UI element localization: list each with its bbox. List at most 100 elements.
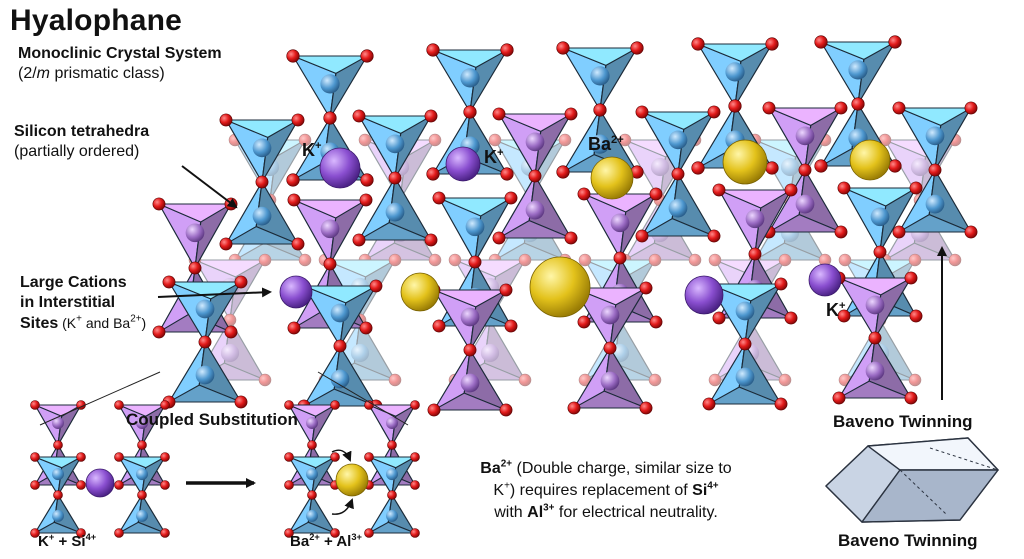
oxygen-atom <box>255 175 269 189</box>
formula-ba: Ba <box>290 533 310 550</box>
tetrahedron-face <box>118 404 166 417</box>
oxygen-atom <box>364 452 374 462</box>
explanation-part-1: (Double charge, similar size to <box>512 460 732 477</box>
tetrahedron-pair <box>635 105 721 243</box>
oxygen-atom <box>307 440 317 450</box>
tetrahedral-framework <box>152 35 978 417</box>
tetrahedral-center-atom <box>590 66 610 86</box>
oxygen-atom <box>814 35 828 49</box>
tetrahedron-face <box>34 456 82 469</box>
oxygen-atom <box>892 101 906 115</box>
oxygen-atom <box>556 41 570 55</box>
oxygen-atom <box>832 391 846 405</box>
tetrahedral-center-atom <box>252 138 272 158</box>
tetrahedron-face <box>498 220 572 239</box>
tetrahedral-center-atom <box>252 206 272 226</box>
tetrahedron-face <box>708 283 782 302</box>
formula-k-charge: + <box>48 532 55 542</box>
explanation-part-2: ) requires replacement of <box>509 482 693 499</box>
ion-label-k-2-symbol: K <box>484 147 497 167</box>
oxygen-atom <box>427 403 441 417</box>
oxygen-atom <box>567 401 581 415</box>
explanation-al-charge: 3+ <box>543 502 555 514</box>
oxygen-atom <box>426 43 440 57</box>
tetrahedron-face <box>433 392 507 411</box>
formula-al: Al <box>336 533 352 550</box>
oxygen-atom <box>892 225 906 239</box>
tetrahedron-face <box>368 456 416 469</box>
tetrahedron-face <box>433 289 507 308</box>
oxygen-atom <box>298 133 312 147</box>
tetrahedron-pair <box>492 107 578 245</box>
oxygen-atom <box>410 400 420 410</box>
oxygen-atom <box>137 490 147 500</box>
oxygen-atom <box>728 99 742 113</box>
tetrahedral-center-atom <box>600 305 620 325</box>
oxygen-atom <box>928 163 942 177</box>
oxygen-atom <box>352 233 366 247</box>
oxygen-atom <box>224 325 238 339</box>
tetrahedron-face <box>838 380 912 399</box>
large-cations-label: Large Cations in Interstitial Sites (K+ … <box>20 273 146 334</box>
oxygen-atom <box>468 255 482 269</box>
oxygen-atom <box>287 321 301 335</box>
cations-sites-word: Sites <box>20 315 59 332</box>
oxygen-atom <box>688 253 702 267</box>
barium-ion <box>849 139 891 181</box>
oxygen-atom <box>834 101 848 115</box>
oxygen-atom <box>228 253 242 267</box>
tetrahedron-face <box>118 456 166 469</box>
oxygen-atom <box>888 35 902 49</box>
oxygen-atom <box>76 452 86 462</box>
oxygen-atom <box>114 528 124 538</box>
tetrahedral-center-atom <box>865 295 885 315</box>
tetrahedron-face <box>768 214 842 233</box>
oxygen-atom <box>904 391 918 405</box>
silicon-tetrahedra-heading: Silicon tetrahedra <box>14 123 150 140</box>
tetrahedron-face <box>288 521 336 534</box>
oxygen-atom <box>333 339 347 353</box>
tetrahedron-face <box>641 218 715 237</box>
tetrahedral-center-atom <box>525 132 545 152</box>
cations-ba-text: and Ba <box>81 315 131 331</box>
oxygen-atom <box>388 171 402 185</box>
tetrahedral-center-atom <box>600 371 620 391</box>
tetrahedron-face <box>293 199 367 219</box>
oxygen-atom <box>432 191 446 205</box>
oxygen-atom <box>198 335 212 349</box>
barium-ion <box>590 156 634 200</box>
oxygen-atom <box>909 309 923 323</box>
crystal-class: (2/m prismatic class) <box>18 64 222 84</box>
oxygen-atom <box>30 452 40 462</box>
oxygen-atom <box>500 167 514 181</box>
tetrahedral-center-atom <box>306 468 318 481</box>
tetrahedral-center-atom <box>925 194 945 214</box>
oxygen-atom <box>488 253 502 267</box>
oxygen-atom <box>432 319 446 333</box>
oxygen-atom <box>428 253 442 267</box>
tetrahedral-center-atom <box>525 200 545 220</box>
oxygen-atom <box>359 321 373 335</box>
inset-curved-arrow-bottom <box>331 498 354 515</box>
silicon-tetrahedra-label: Silicon tetrahedra (partially ordered) <box>14 122 149 162</box>
oxygen-atom <box>359 193 373 207</box>
oxygen-atom <box>649 315 663 329</box>
ion-label-ba: Ba2+ <box>588 134 624 155</box>
interstitial-cations <box>279 139 891 318</box>
oxygen-atom <box>639 401 653 415</box>
cations-line-2: in Interstitial <box>20 294 116 311</box>
inset-curved-arrow-top <box>331 449 352 462</box>
oxygen-atom <box>330 452 340 462</box>
explanation-ba: Ba <box>480 460 501 477</box>
oxygen-atom <box>291 113 305 127</box>
ion-label-k-3-charge: + <box>839 300 846 312</box>
oxygen-atom <box>504 319 518 333</box>
tetrahedron-face <box>118 521 166 534</box>
oxygen-atom <box>648 373 662 387</box>
oxygen-atom <box>712 183 726 197</box>
oxygen-atom <box>188 261 202 275</box>
oxygen-atom <box>707 105 721 119</box>
oxygen-atom <box>388 373 402 387</box>
tetrahedron-pair <box>162 275 248 409</box>
inset-guide-line-right <box>317 371 409 426</box>
